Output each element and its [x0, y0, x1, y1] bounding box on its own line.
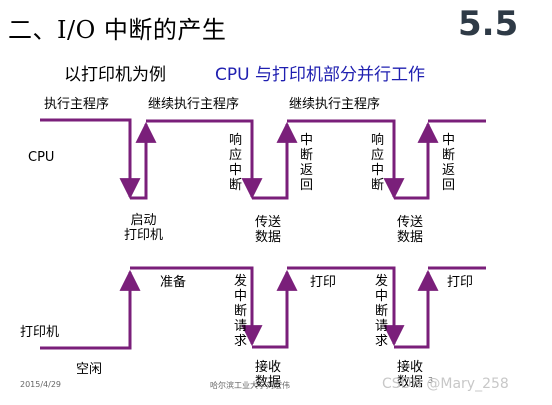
- printer-signal-line: [40, 269, 141, 350]
- cpu-signal-line: [40, 118, 141, 200]
- cpu-label-main-program: 执行主程序: [44, 97, 110, 112]
- printer-label-idle: 空闲: [76, 362, 103, 377]
- cpu-label-transfer-data: 传送 数据: [255, 215, 282, 245]
- slide-title: 二、I/O 中断的产生: [8, 16, 227, 44]
- subtitle-parallel: CPU 与打印机部分并行工作: [215, 65, 425, 85]
- printer-label-prepare: 准备: [160, 275, 187, 290]
- printer-label-receive-data: 接收 数据: [397, 360, 424, 390]
- cpu-label-respond-interrupt: 响应中断: [228, 133, 242, 193]
- section-number: 5.5: [458, 4, 519, 44]
- footer-date: 2015/4/29: [20, 380, 62, 389]
- cpu-label-continue-main: 继续执行主程序: [148, 97, 240, 112]
- printer-signal-line: [130, 266, 263, 347]
- printer-label-print: 打印: [447, 275, 474, 290]
- cpu-row-label: CPU: [28, 150, 55, 165]
- printer-signal-line: [287, 266, 405, 347]
- printer-label-receive-data: 接收 数据: [255, 360, 282, 390]
- cpu-label-interrupt-return: 中断返回: [441, 133, 455, 193]
- cpu-signal-line: [287, 119, 405, 200]
- cpu-label-interrupt-return: 中断返回: [299, 133, 313, 193]
- printer-signal-line: [252, 269, 298, 349]
- cpu-label-continue-main: 继续执行主程序: [289, 97, 381, 112]
- printer-row-label: 打印机: [20, 325, 60, 340]
- cpu-signal-line: [146, 119, 263, 200]
- cpu-label-respond-interrupt: 响应中断: [370, 133, 384, 193]
- printer-label-send-interrupt-request: 发中断请求: [233, 274, 247, 349]
- cpu-label-transfer-data: 传送 数据: [397, 215, 424, 245]
- cpu-signal-line: [252, 121, 298, 200]
- cpu-signal-line: [394, 121, 439, 200]
- footer-org: 哈尔滨工业大学刘宏伟: [210, 381, 290, 390]
- printer-label-send-interrupt-request: 发中断请求: [374, 274, 388, 349]
- csdn-watermark: CSDN @Mary_258: [382, 376, 509, 392]
- printer-label-print: 打印: [310, 275, 337, 290]
- cpu-signal-line: [130, 121, 157, 200]
- subtitle-example: 以打印机为例: [64, 65, 166, 85]
- printer-signal-line: [394, 269, 439, 349]
- cpu-label-start-printer: 启动 打印机: [124, 213, 164, 243]
- footer-page-number: 3: [428, 376, 434, 385]
